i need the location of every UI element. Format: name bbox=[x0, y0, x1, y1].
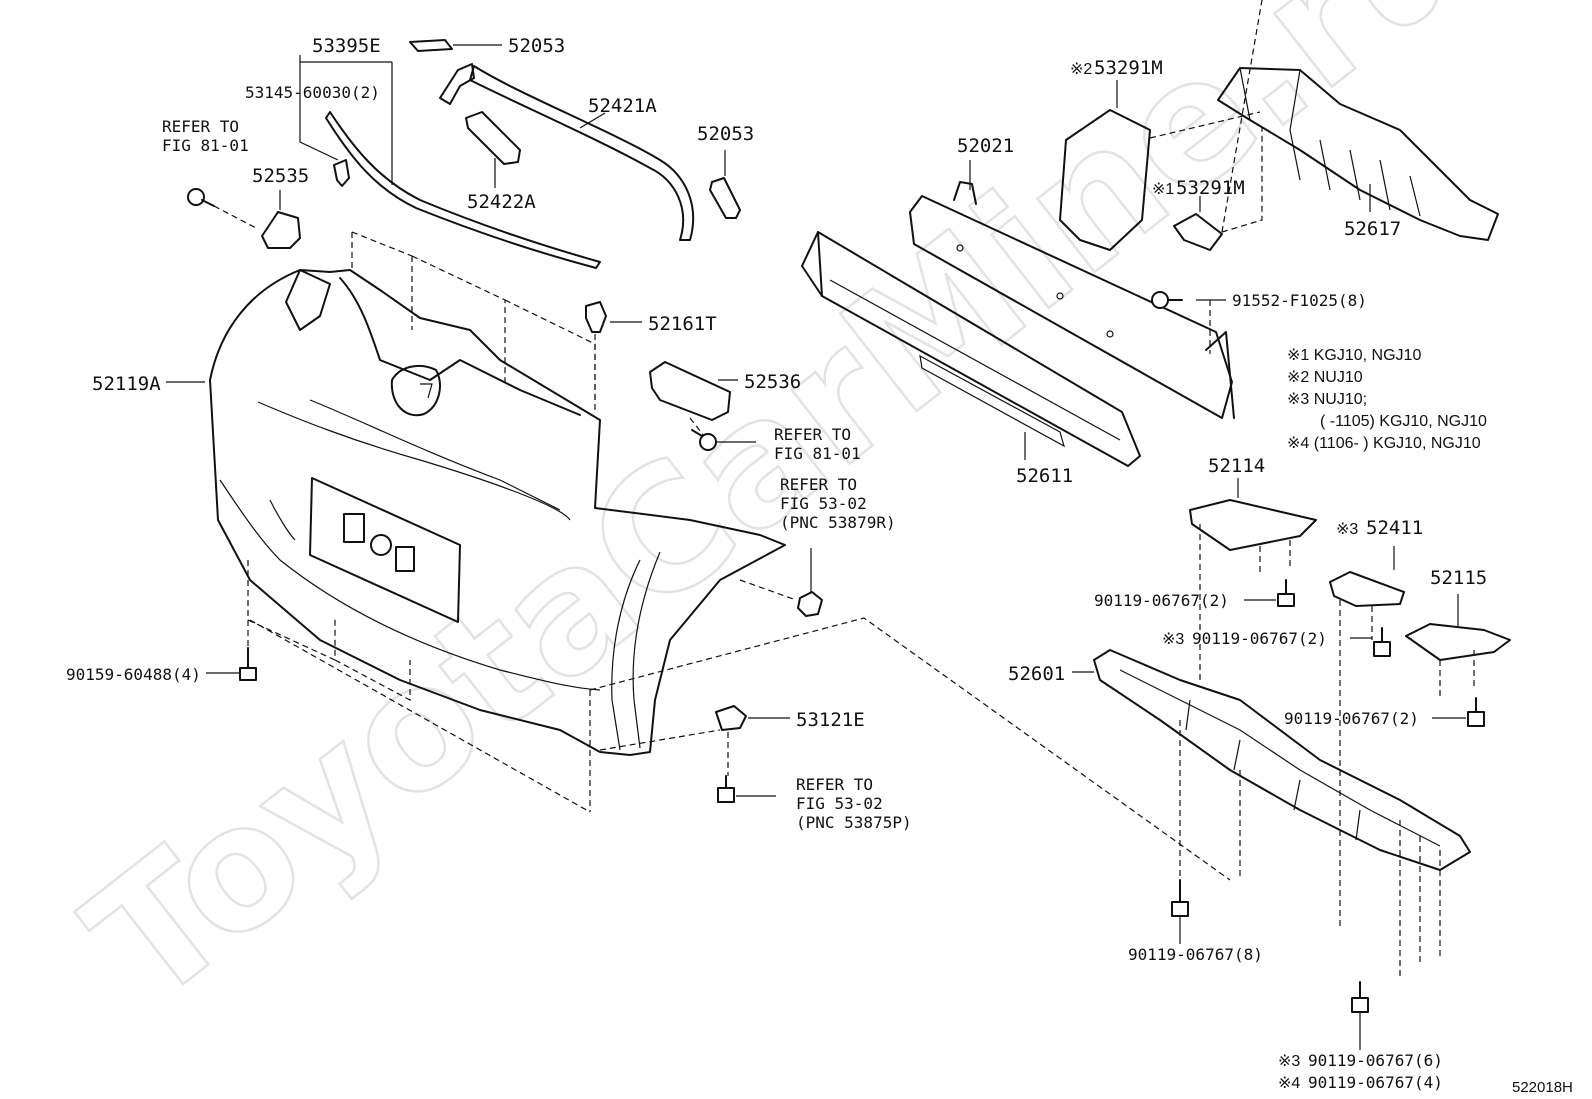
bracket-53291M-2 bbox=[1059, 109, 1151, 251]
label-52535: 52535 bbox=[252, 165, 309, 187]
ref4-line2: FIG 53-02 bbox=[796, 794, 883, 813]
bolt-90119-b bbox=[1373, 627, 1391, 657]
diagram-code: 522018H bbox=[1512, 1079, 1573, 1096]
bracket-52536 bbox=[649, 361, 731, 421]
ref1-line1: REFER TO bbox=[162, 117, 239, 136]
nut-53121E bbox=[715, 705, 747, 731]
label-90119-c: 90119-06767(2) bbox=[1284, 709, 1419, 728]
label-90119-d: 90119-06767(8) bbox=[1128, 945, 1263, 964]
bracket-52535 bbox=[261, 211, 301, 249]
clip-52161T bbox=[585, 301, 607, 333]
label-52421A: 52421A bbox=[588, 95, 657, 117]
ref3-line3: (PNC 53879R) bbox=[780, 513, 896, 532]
bolt-90119-e bbox=[1351, 981, 1369, 1013]
bolt-91552 bbox=[1151, 291, 1183, 309]
ref4-line1: REFER TO bbox=[796, 775, 873, 794]
label-52422A: 52422A bbox=[467, 191, 536, 213]
label-52536: 52536 bbox=[744, 371, 801, 393]
ref1-line2: FIG 81-01 bbox=[162, 136, 249, 155]
label-90159: 90159-60488(4) bbox=[66, 665, 201, 684]
moulding-53395E bbox=[325, 111, 601, 269]
pad-52422A bbox=[465, 111, 521, 165]
label-52617: 52617 bbox=[1344, 218, 1401, 240]
label-90119-f: 90119-06767(4) bbox=[1308, 1073, 1443, 1092]
mark-2-a: ※2 bbox=[1070, 61, 1092, 78]
legend-1: ※1 KGJ10, NGJ10 bbox=[1287, 347, 1421, 364]
reinforcement-52021 bbox=[909, 181, 1235, 419]
label-52115: 52115 bbox=[1430, 567, 1487, 589]
label-53395E: 53395E bbox=[312, 35, 381, 57]
undercover-52114 bbox=[1189, 499, 1317, 551]
legend-5: ※4 (1106- ) KGJ10, NGJ10 bbox=[1287, 435, 1481, 452]
ref3-line1: REFER TO bbox=[780, 475, 857, 494]
legend-2: ※2 NUJ10 bbox=[1287, 369, 1363, 386]
screw-lower bbox=[717, 775, 735, 803]
label-52114: 52114 bbox=[1208, 455, 1265, 477]
bolt-90119-d bbox=[1171, 879, 1189, 917]
seal-strip-upper bbox=[439, 63, 475, 105]
bracket-53291M-1 bbox=[1173, 213, 1223, 251]
ref2-line2: FIG 81-01 bbox=[774, 444, 861, 463]
label-53145: 53145-60030(2) bbox=[245, 83, 380, 102]
seal-52421A bbox=[469, 65, 695, 241]
label-52161T: 52161T bbox=[648, 313, 717, 335]
clip-53879R bbox=[797, 591, 823, 617]
legend-3: ※3 NUJ10; bbox=[1287, 391, 1367, 408]
label-91552: 91552-F1025(8) bbox=[1232, 291, 1367, 310]
screw-left-top bbox=[187, 188, 215, 207]
label-90119-a: 90119-06767(2) bbox=[1094, 591, 1229, 610]
label-90119-e: 90119-06767(6) bbox=[1308, 1051, 1443, 1070]
label-52053-top: 52053 bbox=[508, 35, 565, 57]
bracket-52411 bbox=[1329, 571, 1405, 607]
ref3-line2: FIG 53-02 bbox=[780, 494, 867, 513]
label-52611: 52611 bbox=[1016, 465, 1073, 487]
ref2-line1: REFER TO bbox=[774, 425, 851, 444]
mark-1-a: ※1 bbox=[1152, 181, 1174, 198]
label-90119-b: 90119-06767(2) bbox=[1192, 629, 1327, 648]
mark-3-b: ※3 bbox=[1162, 631, 1184, 648]
label-52053-right: 52053 bbox=[697, 123, 754, 145]
label-52601: 52601 bbox=[1008, 663, 1065, 685]
mark-4-a: ※4 bbox=[1278, 1075, 1300, 1092]
label-52119A: 52119A bbox=[92, 373, 161, 395]
bolt-90119-c bbox=[1467, 697, 1485, 727]
label-52411: 52411 bbox=[1366, 517, 1423, 539]
ref4-line3: (PNC 53875P) bbox=[796, 813, 912, 832]
retainer-52053-right bbox=[709, 177, 741, 219]
label-53121E: 53121E bbox=[796, 709, 865, 731]
absorber-52617 bbox=[1217, 67, 1499, 241]
label-52021: 52021 bbox=[957, 135, 1014, 157]
bolt-90119-a bbox=[1277, 579, 1295, 607]
screw-mid bbox=[691, 429, 717, 451]
label-53291M-1: 53291M bbox=[1176, 177, 1245, 199]
undercover-52115 bbox=[1405, 623, 1511, 661]
clip-53145 bbox=[333, 159, 350, 187]
mark-3-a: ※3 bbox=[1336, 521, 1358, 538]
bolt-90159 bbox=[239, 647, 257, 681]
label-53291M-2: 53291M bbox=[1094, 57, 1163, 79]
mark-3-c: ※3 bbox=[1278, 1053, 1300, 1070]
absorber-52601 bbox=[1093, 649, 1471, 871]
retainer-52053-top bbox=[409, 39, 453, 52]
absorber-52611 bbox=[801, 231, 1141, 467]
bumper-cover-52119A bbox=[209, 269, 786, 756]
legend-4: ( -1105) KGJ10, NGJ10 bbox=[1320, 413, 1487, 430]
